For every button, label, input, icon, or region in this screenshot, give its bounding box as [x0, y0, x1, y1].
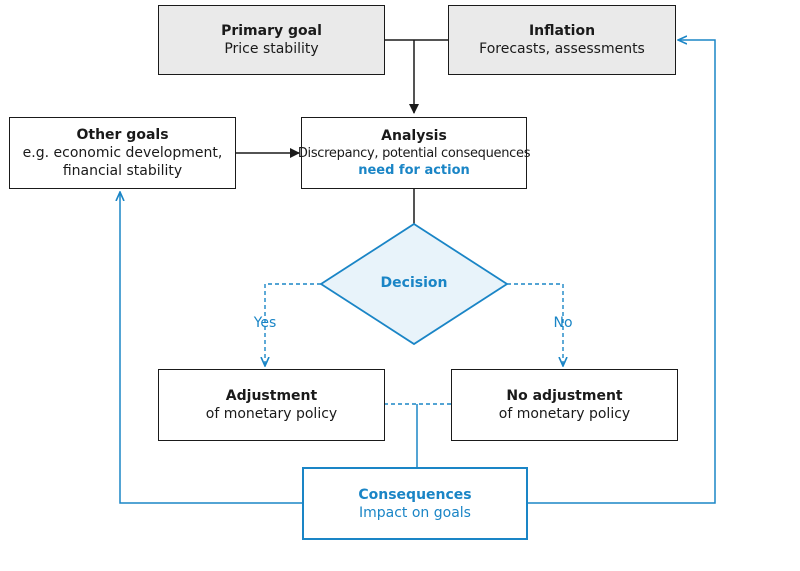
analysis-line1: Discrepancy, potential consequences [297, 145, 531, 161]
arrow-consequences-to-other-goals [120, 192, 302, 504]
consequences-title: Consequences [358, 486, 472, 503]
analysis-line2: need for action [358, 162, 470, 178]
primary-goal-title: Primary goal [221, 23, 322, 39]
analysis-title: Analysis [381, 127, 447, 144]
consequences-subtitle: Impact on goals [359, 504, 471, 521]
no-adjustment-title: No adjustment [506, 388, 623, 404]
arrow-consequences-to-inflation [527, 40, 716, 504]
consequences-box: Consequences Impact on goals [302, 467, 528, 540]
analysis-box: Analysis Discrepancy, potential conseque… [297, 117, 531, 189]
adjustment-subtitle: of monetary policy [205, 406, 338, 422]
inflation-title: Inflation [528, 23, 596, 39]
adjustment-title: Adjustment [225, 388, 318, 404]
no-adjustment-box: No adjustment of monetary policy [451, 369, 678, 441]
primary-goal-box: Primary goal Price stability [158, 5, 385, 75]
inflation-box: Inflation Forecasts, assessments [448, 5, 676, 75]
primary-goal-subtitle: Price stability [224, 41, 319, 57]
decision-label: Decision [380, 275, 448, 291]
inflation-subtitle: Forecasts, assessments [479, 41, 645, 57]
arrow-decision-yes [265, 283, 321, 366]
decision-no-label: No [553, 315, 573, 331]
decision-yes-label: Yes [253, 315, 277, 331]
no-adjustment-subtitle: of monetary policy [498, 406, 631, 422]
other-goals-line2: financial stability [62, 163, 183, 179]
arrow-decision-no [507, 283, 563, 366]
adjustment-box: Adjustment of monetary policy [158, 369, 385, 441]
decision-diamond [319, 222, 509, 346]
other-goals-line1: e.g. economic development, [22, 145, 223, 161]
other-goals-title: Other goals [76, 127, 169, 143]
other-goals-box: Other goals e.g. economic development, f… [9, 117, 236, 189]
